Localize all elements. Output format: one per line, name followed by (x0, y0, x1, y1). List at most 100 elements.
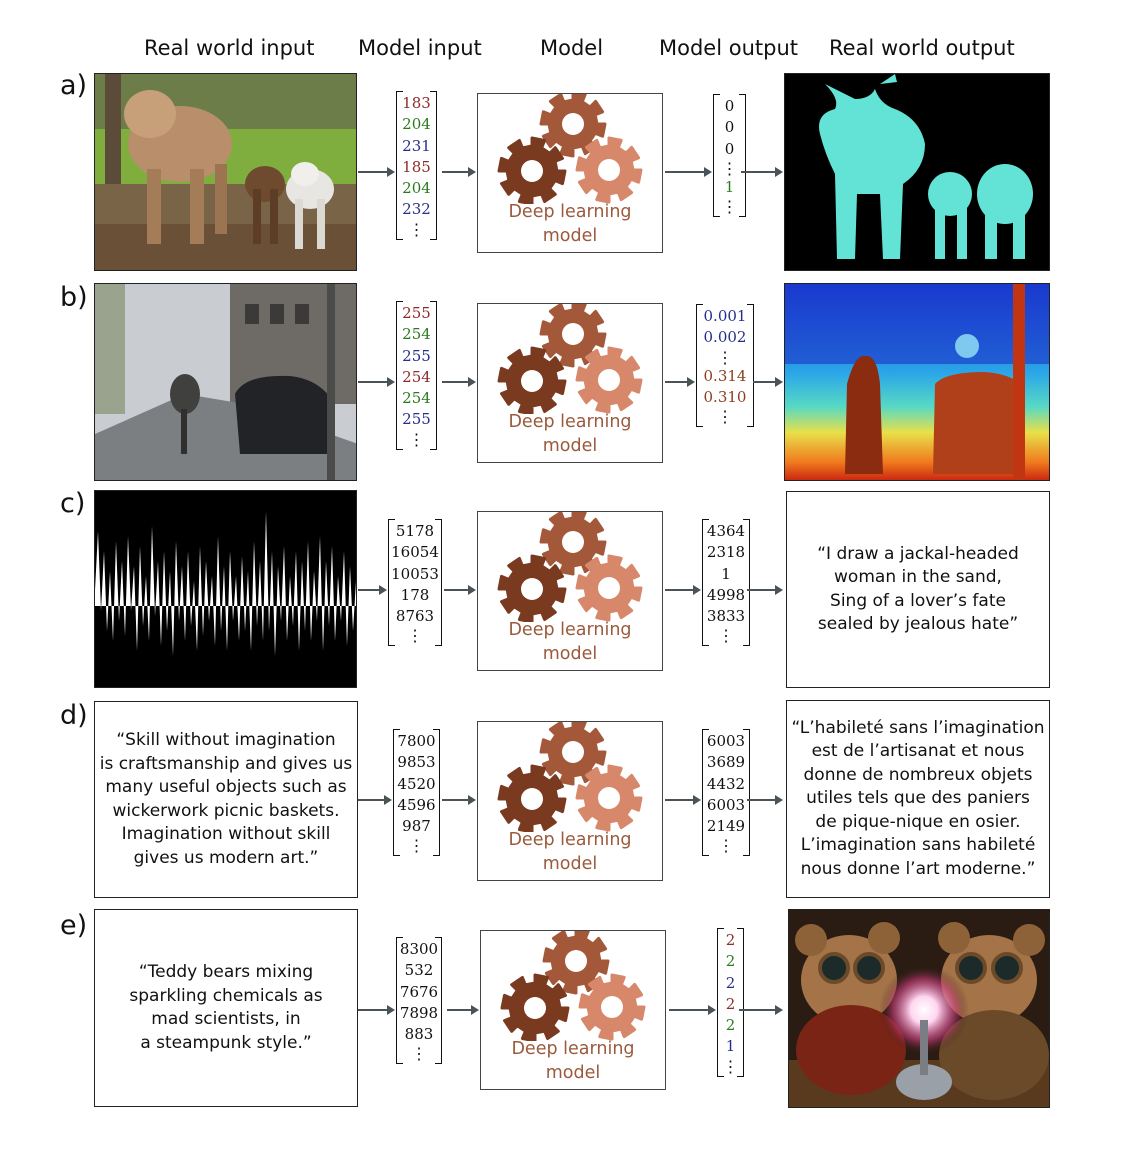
bracket-left (702, 729, 709, 857)
model-label-line1: Deep learning (511, 1039, 635, 1059)
vector-value: 0.310 (703, 387, 747, 406)
arrow-right-icon (358, 377, 395, 387)
model-label-line2: model (542, 436, 598, 456)
vector-ellipsis: ⋮ (408, 219, 425, 239)
deep-learning-model-box: Deep learning model (477, 303, 663, 463)
gears-icon (500, 931, 646, 1041)
bracket-right (737, 928, 744, 1077)
flow-arrow (738, 1004, 784, 1016)
vector-value: 3689 (706, 753, 746, 772)
vector-value: ⋮ (721, 158, 738, 178)
arrow-right-icon (665, 167, 712, 177)
flow-arrow (664, 376, 696, 388)
vector-value: 532 (404, 961, 434, 980)
flow-arrow (664, 794, 702, 806)
bracket-left (702, 519, 709, 647)
gear-top-hole (562, 323, 584, 345)
model-label-line1: Deep learning (508, 412, 632, 432)
gears-icon (497, 512, 643, 622)
vector-value: 9853 (397, 753, 436, 772)
vector-value: 5178 (395, 522, 435, 540)
vector-value: 7800 (397, 732, 436, 750)
vector-value: 8763 (395, 607, 435, 626)
bracket-right (743, 729, 750, 857)
header-model: Model (540, 36, 604, 60)
text-line: sparkling chemicals as (129, 985, 323, 1006)
text-line: “Teddy bears mixing (138, 962, 314, 982)
bracket-right (433, 729, 440, 857)
gear-right-hole (598, 787, 620, 809)
text-line: “Skill without imagination (116, 730, 336, 750)
input-text-prompt: “Teddy bears mixing sparkling chemicals … (94, 909, 358, 1107)
segmentation-output (784, 73, 1050, 271)
gear-left-hole (521, 578, 543, 600)
row-label-c: c) (60, 488, 86, 519)
gears-icon (497, 722, 643, 832)
text-line: “I draw a jackal-headed (817, 543, 1019, 564)
vector-value: 1 (724, 177, 735, 196)
row-label-e: e) (60, 910, 88, 941)
vector-value: 16054 (391, 543, 439, 562)
text-line: L’imagination sans habileté (800, 835, 1036, 856)
vector-ellipsis: ⋮ (718, 626, 734, 646)
arrow-right-icon (739, 1005, 783, 1015)
bracket-left (396, 91, 403, 240)
arrow-right-icon (747, 585, 783, 595)
vector-value: 0.001 (703, 307, 747, 325)
gear-left-hole (521, 788, 543, 810)
vector-value: 4998 (706, 585, 746, 604)
flow-arrow (746, 794, 784, 806)
vector-value: 4520 (397, 774, 436, 793)
vector-value: 6003 (706, 732, 746, 750)
bracket-right (739, 94, 746, 218)
text-line: donne de nombreux objets (803, 764, 1033, 785)
waveform-input (94, 490, 357, 688)
text-line: a steampunk style.” (140, 1032, 312, 1053)
flow-arrow (752, 376, 784, 388)
vector-value: 4432 (706, 774, 746, 793)
vector-value: 2 (725, 1016, 736, 1035)
vector-value: 3833 (706, 607, 746, 626)
flow-arrow (446, 1004, 480, 1016)
input-text-english: “Skill without imagination is craftsmans… (94, 701, 358, 898)
vector-ellipsis: ⋮ (408, 836, 425, 856)
vector-value: 254 (402, 389, 431, 408)
bracket-right (435, 519, 442, 647)
flow-arrow (740, 166, 784, 178)
bracket-left (713, 94, 720, 218)
bracket-left (396, 301, 403, 450)
vector-value: 987 (402, 817, 431, 836)
vector-value: ⋮ (717, 347, 733, 367)
text-line: “L’habileté sans l’imagination (791, 717, 1045, 738)
vector-value: 255 (402, 304, 431, 322)
text-line: Imagination without skill (121, 824, 331, 844)
text-line: wickerwork picnic baskets. (112, 800, 340, 821)
arrow-right-icon (358, 585, 387, 595)
gear-right-hole (598, 577, 620, 599)
model-label-line1: Deep learning (508, 830, 632, 850)
vector-ellipsis: ⋮ (408, 429, 425, 449)
arrow-right-icon (741, 167, 783, 177)
row-label-a: a) (60, 70, 88, 101)
flow-arrow (441, 166, 477, 178)
output-text-french: “L’habileté sans l’imagination est de l’… (786, 700, 1050, 898)
bracket-left (393, 729, 400, 857)
vector-value: 204 (402, 115, 431, 134)
arrow-right-icon (665, 377, 695, 387)
vector-value: 7676 (399, 982, 439, 1001)
vector-value: 0 (724, 97, 735, 115)
vector-value: 2 (725, 973, 736, 992)
model-label-line1: Deep learning (508, 202, 632, 222)
